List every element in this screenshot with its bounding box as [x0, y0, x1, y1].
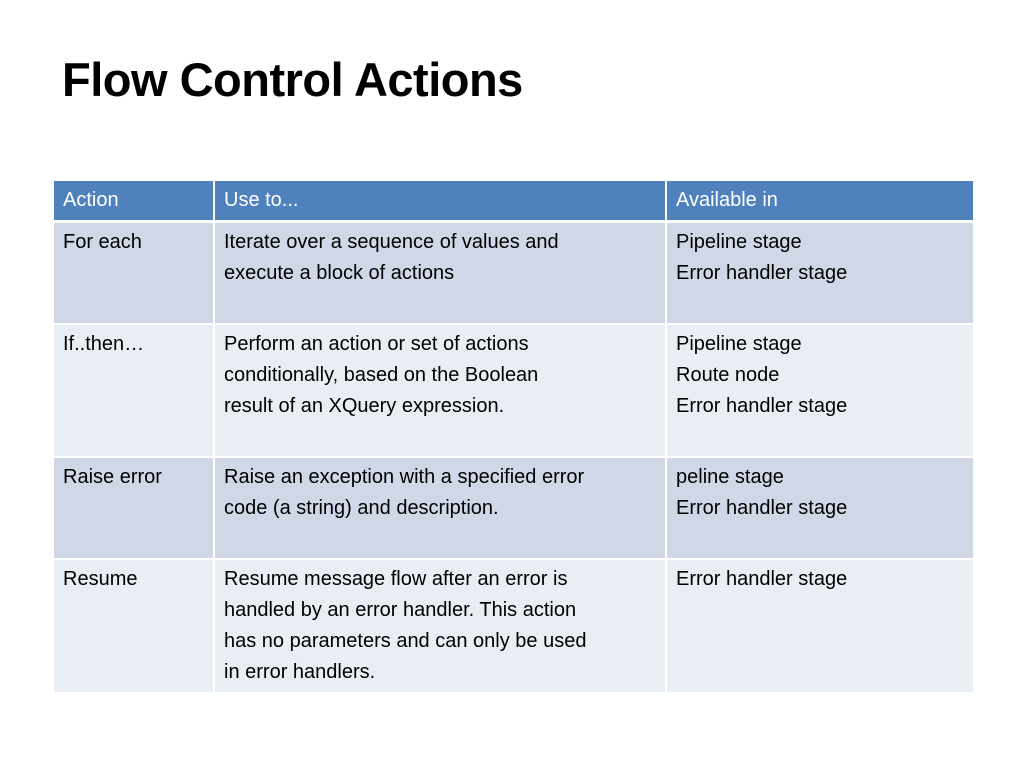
- cell-text-line: execute a block of actions: [224, 262, 455, 284]
- actions-table-container: Action Use to... Available in For each I…: [52, 179, 975, 694]
- cell-available-in: Pipeline stage Route node Error handler …: [665, 323, 975, 458]
- actions-table: Action Use to... Available in For each I…: [52, 179, 975, 694]
- cell-text-line: Pipeline stage: [676, 231, 802, 253]
- cell-text-line: Pipeline stage: [676, 333, 802, 355]
- cell-text-line: conditionally, based on the Boolean: [224, 364, 539, 386]
- table-row: If..then… Perform an action or set of ac…: [52, 323, 975, 458]
- cell-text-line: Resume message flow after an error is: [224, 568, 568, 590]
- slide-title: Flow Control Actions: [62, 53, 523, 106]
- cell-text-line: Error handler stage: [676, 395, 848, 417]
- cell-use-to: Perform an action or set of actions cond…: [213, 323, 667, 458]
- cell-use-to: Iterate over a sequence of values and ex…: [213, 220, 667, 325]
- cell-available-in: Error handler stage: [665, 558, 975, 694]
- cell-action: Resume: [52, 558, 215, 694]
- cell-text-line: code (a string) and description.: [224, 497, 499, 519]
- cell-text-line: result of an XQuery expression.: [224, 395, 505, 417]
- table-row: Raise error Raise an exception with a sp…: [52, 456, 975, 560]
- cell-text-line: Perform an action or set of actions: [224, 333, 529, 355]
- table-header-row: Action Use to... Available in: [52, 179, 975, 223]
- cell-action: If..then…: [52, 323, 215, 458]
- cell-use-to: Resume message flow after an error is ha…: [213, 558, 667, 694]
- cell-text-line: in error handlers.: [224, 661, 376, 683]
- cell-use-to: Raise an exception with a specified erro…: [213, 456, 667, 560]
- header-action: Action: [52, 179, 215, 223]
- cell-text-line: Iterate over a sequence of values and: [224, 231, 559, 253]
- cell-available-in: Pipeline stage Error handler stage: [665, 220, 975, 325]
- cell-text-line: handled by an error handler. This action: [224, 599, 577, 621]
- cell-text-line: Error handler stage: [676, 497, 848, 519]
- cell-available-in: peline stage Error handler stage: [665, 456, 975, 560]
- cell-text-line: has no parameters and can only be used: [224, 630, 587, 652]
- cell-text-line: Error handler stage: [676, 568, 848, 590]
- table-row: Resume Resume message flow after an erro…: [52, 558, 975, 694]
- cell-text-line: Route node: [676, 364, 780, 386]
- cell-text-line: peline stage: [676, 466, 784, 488]
- cell-text-line: Error handler stage: [676, 262, 848, 284]
- cell-action: For each: [52, 220, 215, 325]
- table-row: For each Iterate over a sequence of valu…: [52, 220, 975, 325]
- header-use-to: Use to...: [213, 179, 667, 223]
- header-available-in: Available in: [665, 179, 975, 223]
- cell-action: Raise error: [52, 456, 215, 560]
- cell-text-line: Raise an exception with a specified erro…: [224, 466, 585, 488]
